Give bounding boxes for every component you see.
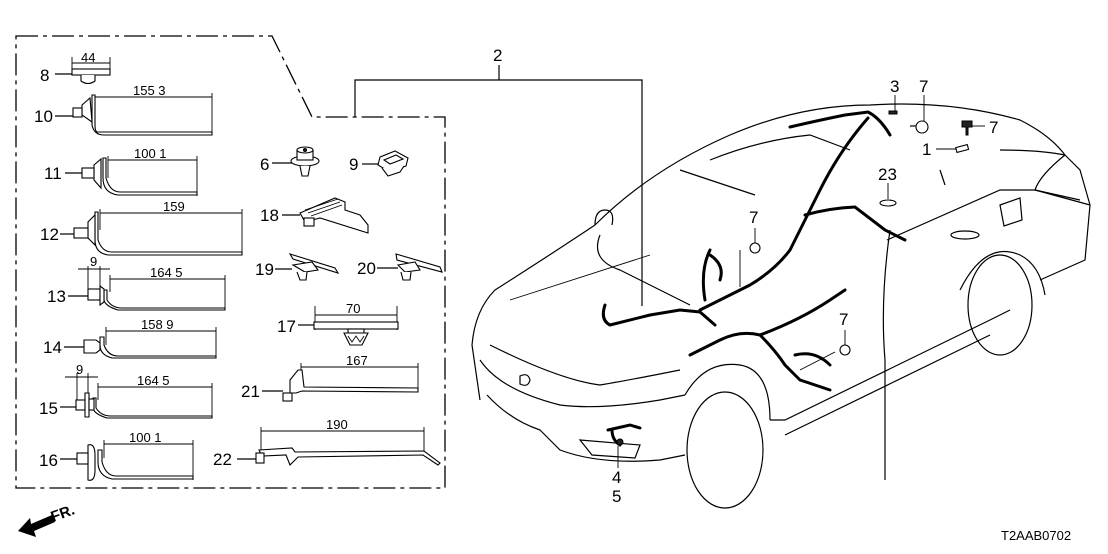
part-10-clip [55,93,213,136]
callout-7-dash: 7 [749,208,758,227]
callout-20: 20 [357,259,376,278]
callout-23: 23 [878,165,897,184]
vehicle-callout-labels: 2 3 7 7 1 23 7 7 4 5 [493,46,998,506]
callout-14: 14 [43,338,62,357]
callout-22: 22 [213,450,232,469]
dim-15-secondary: 9 [76,362,83,377]
callout-8: 8 [40,66,49,85]
part-13-clip [68,266,226,311]
part-15-clip [60,373,213,419]
front-label: FR. [49,502,78,526]
car-body [471,103,1091,509]
callout-2-bracket [354,65,643,306]
part-19-clip [275,253,340,281]
dim-21: 167 [346,353,368,368]
callout-2: 2 [493,46,502,65]
part-8-clip [55,57,111,85]
part-14-clip [64,327,217,359]
callout-18: 18 [260,206,279,225]
part-20-clip [377,253,443,281]
dim-11: 100 1 [134,146,167,161]
part-17-clip [298,306,399,346]
parts-panel-border [15,35,446,489]
part-16-clip [60,440,194,481]
part-12-clip [60,209,243,256]
callout-13: 13 [47,287,66,306]
callout-1: 1 [922,140,931,159]
callout-19: 19 [255,260,274,279]
callout-12: 12 [40,225,59,244]
part-22-clip [237,427,441,466]
part-9-clip [362,150,409,177]
dim-17: 70 [346,301,360,316]
panel-callout-labels: 8 44 10 155 3 11 100 1 12 159 13 9 164 5… [34,50,376,470]
part-21-clip [262,363,419,402]
dim-15: 164 5 [137,373,170,388]
dim-8: 44 [81,50,95,65]
callout-10: 10 [34,107,53,126]
front-direction-marker: FR. [18,502,77,537]
callout-21: 21 [241,382,260,401]
callout-7-floor: 7 [839,310,848,329]
dim-16: 100 1 [129,430,162,445]
dim-13-secondary: 9 [90,254,97,269]
callout-4: 4 [612,468,621,487]
callout-7-rear: 7 [989,118,998,137]
part-11-clip [65,156,198,196]
callout-5: 5 [612,487,621,506]
callout-6: 6 [260,155,269,174]
part-18-clip [282,197,369,234]
callout-9: 9 [349,155,358,174]
dim-14: 158 9 [141,317,174,332]
callout-11: 11 [44,164,62,183]
dim-10: 155 3 [133,83,166,98]
dim-22: 190 [326,417,348,432]
front-arrow-icon [18,515,55,537]
callout-16: 16 [39,451,58,470]
wire-harness [601,110,907,447]
dim-12: 159 [163,199,185,214]
callout-15: 15 [39,399,58,418]
callout-7-roof: 7 [919,77,928,96]
callout-17: 17 [277,317,296,336]
part-6-clip [272,146,320,177]
callout-3: 3 [890,77,899,96]
diagram-code: T2AAB0702 [1001,528,1071,543]
vehicle-small-parts [749,110,973,356]
dim-13: 164 5 [150,265,183,280]
callout-leaders [617,95,985,468]
